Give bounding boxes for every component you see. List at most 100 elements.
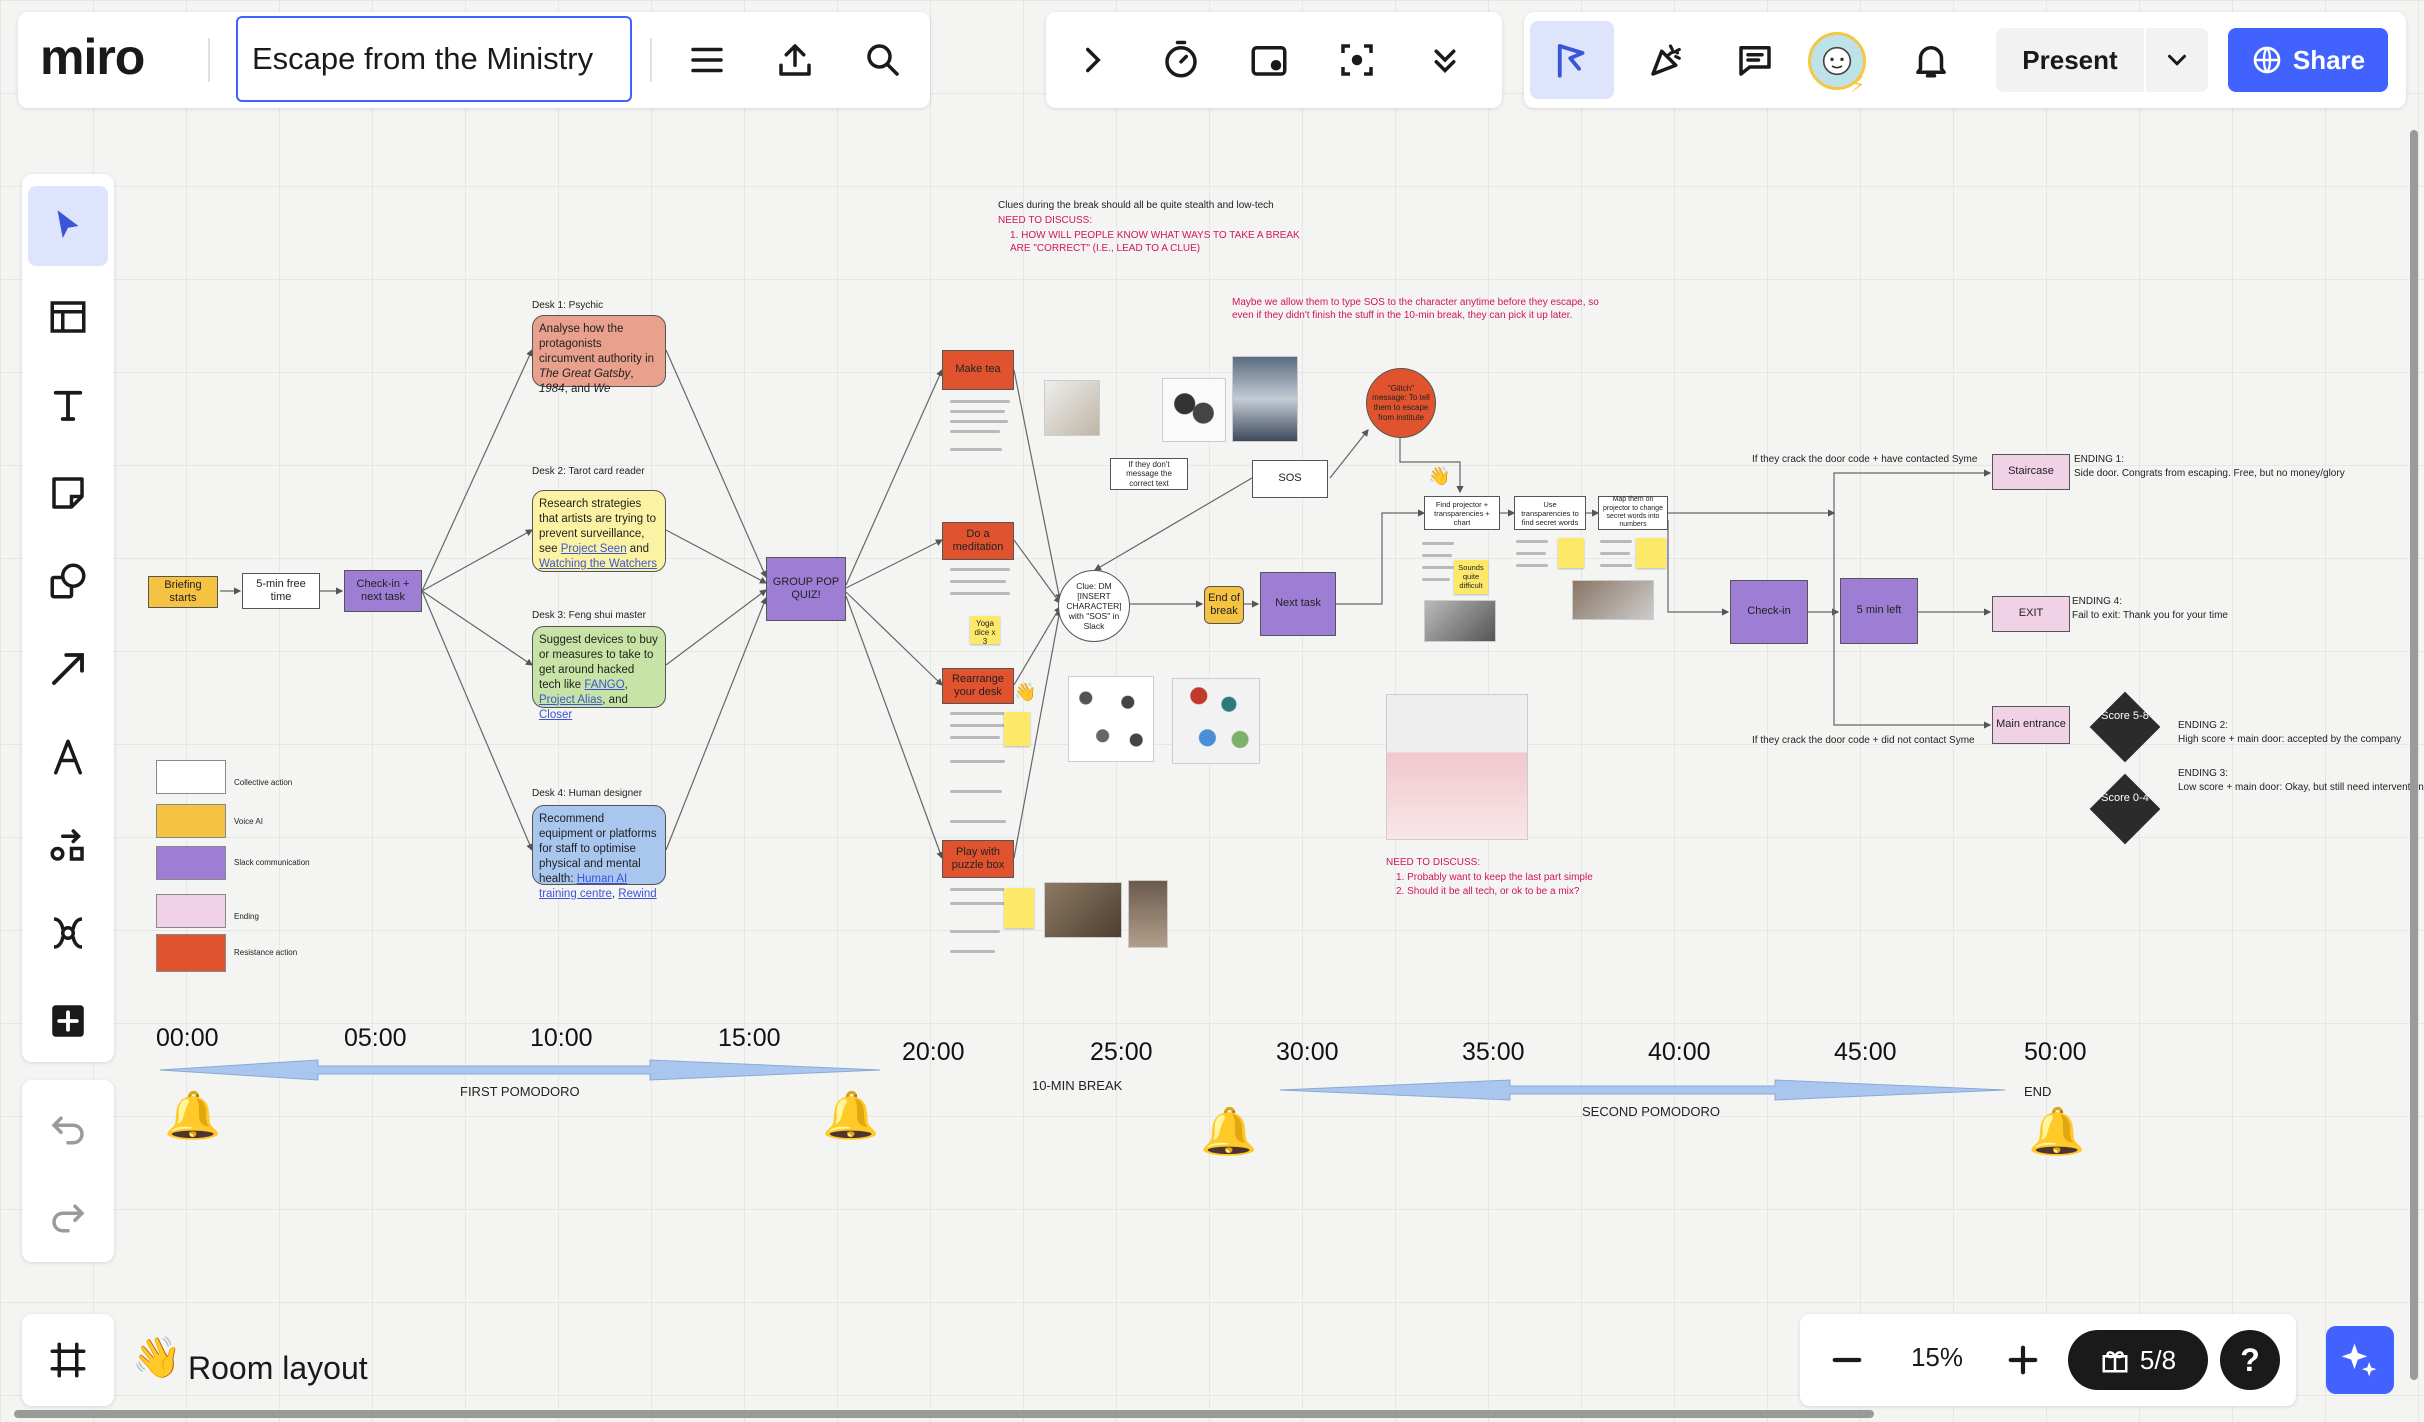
transparencies-sticky[interactable] bbox=[1558, 538, 1584, 568]
frames-button[interactable] bbox=[33, 1325, 103, 1395]
expand-tools-button[interactable] bbox=[1058, 25, 1128, 95]
focus-button[interactable] bbox=[1322, 25, 1392, 95]
sounds-difficult-sticky[interactable]: Sounds quite difficult bbox=[1454, 560, 1488, 594]
shapes-tool[interactable] bbox=[33, 546, 103, 616]
rearrange-sticky[interactable] bbox=[1004, 712, 1030, 746]
legend-label-collective: Collective action bbox=[234, 778, 293, 787]
learning-gift-button[interactable]: 5/8 bbox=[2068, 1330, 2208, 1390]
miro-logo[interactable]: miro bbox=[40, 29, 145, 85]
puzzle-node[interactable]: Play with puzzle box bbox=[942, 840, 1014, 878]
staircase-node[interactable]: Staircase bbox=[1992, 454, 2070, 490]
zoom-in-button[interactable] bbox=[1988, 1325, 2058, 1395]
projector-keyboard-image[interactable] bbox=[1386, 694, 1528, 840]
search-button[interactable] bbox=[848, 25, 918, 95]
checkin2-node[interactable]: Check-in bbox=[1730, 580, 1808, 644]
make-tea-node[interactable]: Make tea bbox=[942, 350, 1014, 390]
header-divider bbox=[208, 38, 210, 82]
free-time-node[interactable]: 5-min free time bbox=[242, 573, 320, 609]
menu-button[interactable] bbox=[672, 25, 742, 95]
chart-image[interactable] bbox=[1572, 580, 1654, 620]
undo-button[interactable] bbox=[33, 1092, 103, 1162]
yoga-sticky[interactable]: Yoga dice x 3 bbox=[970, 616, 1000, 646]
time-15: 15:00 bbox=[718, 1024, 781, 1052]
cursor-follow-button[interactable] bbox=[1530, 21, 1614, 99]
desk3-link-alias[interactable]: Project Alias bbox=[539, 693, 603, 706]
user-avatar[interactable] bbox=[1808, 32, 1866, 90]
timer-button[interactable] bbox=[1146, 25, 1216, 95]
share-button[interactable]: Share bbox=[2228, 28, 2388, 92]
use-transparencies-node[interactable]: Use transparencies to find secret words bbox=[1514, 496, 1586, 530]
voting-button[interactable] bbox=[1234, 25, 1304, 95]
mind-map-tool[interactable] bbox=[33, 898, 103, 968]
text-tool[interactable] bbox=[33, 370, 103, 440]
reactions-button[interactable] bbox=[1632, 25, 1702, 95]
no-message-note[interactable]: If they don't message the correct text bbox=[1110, 458, 1188, 490]
desk1-card[interactable]: Analyse how the protagonists circumvent … bbox=[532, 315, 666, 395]
connection-line-tool[interactable] bbox=[33, 634, 103, 704]
map-projector-node[interactable]: Map them on projector to change secret w… bbox=[1598, 496, 1668, 530]
horizontal-scrollbar[interactable] bbox=[14, 1410, 1874, 1418]
help-button[interactable]: ? bbox=[2220, 1330, 2280, 1390]
desk3-text-b: , bbox=[624, 678, 628, 691]
sos-node[interactable]: SOS bbox=[1252, 460, 1328, 498]
more-apps-button[interactable] bbox=[33, 986, 103, 1056]
more-tools-button[interactable] bbox=[1410, 25, 1480, 95]
share-panel: ⚡ Present Share bbox=[1524, 12, 2406, 108]
meditation-node[interactable]: Do a meditation bbox=[942, 522, 1014, 560]
pen-tool[interactable] bbox=[33, 722, 103, 792]
desk2-card[interactable]: Research strategies that artists are try… bbox=[532, 490, 666, 572]
select-tool[interactable] bbox=[28, 186, 108, 266]
desk2-link-project-seen[interactable]: Project Seen bbox=[560, 542, 627, 555]
desk4-link-rewind[interactable]: Rewind bbox=[618, 887, 657, 900]
ai-assist-button[interactable] bbox=[2326, 1326, 2394, 1394]
board-title-input[interactable]: Escape from the Ministry bbox=[236, 16, 632, 102]
desk3-card[interactable]: Suggest devices to buy or measures to ta… bbox=[532, 626, 666, 721]
puzzle-hand-image[interactable] bbox=[1128, 880, 1168, 948]
diagramming-tool[interactable] bbox=[33, 810, 103, 880]
legend-label-slack: Slack communication bbox=[234, 858, 310, 867]
briefing-node[interactable]: Briefing starts bbox=[148, 576, 218, 608]
main-entrance-node[interactable]: Main entrance bbox=[1992, 706, 2070, 744]
party-popper-icon bbox=[1651, 44, 1681, 76]
sticky-note-tool[interactable] bbox=[33, 458, 103, 528]
comment-icon bbox=[1739, 46, 1771, 76]
map-sticky[interactable] bbox=[1636, 538, 1666, 568]
frame-name-label[interactable]: Room layout bbox=[188, 1350, 368, 1386]
present-button[interactable]: Present bbox=[1996, 28, 2144, 92]
export-button[interactable] bbox=[760, 25, 830, 95]
tea-image[interactable] bbox=[1044, 380, 1100, 436]
clue-dm-node[interactable]: Clue: DM [INSERT CHARACTER] with "SOS" i… bbox=[1058, 570, 1130, 642]
mugs-image[interactable] bbox=[1162, 378, 1226, 442]
corridor-image[interactable] bbox=[1232, 356, 1298, 442]
present-dropdown-button[interactable] bbox=[2146, 28, 2208, 92]
desk-items-image-1[interactable] bbox=[1068, 676, 1154, 762]
checkin-node[interactable]: Check-in + next task bbox=[344, 570, 422, 612]
group-quiz-node[interactable]: GROUP POP QUIZ! bbox=[766, 557, 846, 621]
redo-button[interactable] bbox=[33, 1180, 103, 1250]
templates-tool[interactable] bbox=[33, 282, 103, 352]
projector-image[interactable] bbox=[1424, 600, 1496, 642]
proj-notes-line-3 bbox=[1422, 566, 1454, 569]
puzzle-box-image[interactable] bbox=[1044, 882, 1122, 938]
legend-swatch-slack bbox=[156, 846, 226, 880]
vertical-scrollbar[interactable] bbox=[2410, 130, 2418, 1380]
next-task-node[interactable]: Next task bbox=[1260, 572, 1336, 636]
comments-button[interactable] bbox=[1720, 25, 1790, 95]
rearrange-node[interactable]: Rearrange your desk bbox=[942, 668, 1014, 704]
desk-items-image-2[interactable] bbox=[1172, 678, 1260, 764]
puzzle-sticky[interactable] bbox=[1004, 888, 1034, 928]
desk4-link-training[interactable]: Human AI training centre bbox=[539, 872, 628, 900]
zoom-level[interactable]: 15% bbox=[1910, 1342, 1964, 1372]
glitch-node[interactable]: "Glitch" message: To tell them to escape… bbox=[1366, 368, 1436, 438]
exit-node[interactable]: EXIT bbox=[1992, 596, 2070, 632]
end-break-node[interactable]: End of break bbox=[1204, 586, 1244, 624]
desk3-link-closer[interactable]: Closer bbox=[539, 708, 573, 721]
zoom-out-button[interactable] bbox=[1812, 1325, 1882, 1395]
five-min-left-node[interactable]: 5 min left bbox=[1840, 578, 1918, 644]
tea-notes-line-5 bbox=[950, 448, 1002, 451]
desk3-link-fango[interactable]: FANGO bbox=[584, 678, 625, 691]
find-projector-node[interactable]: Find projector + transparencies + chart bbox=[1424, 496, 1500, 530]
desk2-link-watching[interactable]: Watching the Watchers bbox=[539, 557, 658, 570]
desk4-card[interactable]: Recommend equipment or platforms for sta… bbox=[532, 805, 666, 900]
notifications-button[interactable] bbox=[1896, 25, 1966, 95]
